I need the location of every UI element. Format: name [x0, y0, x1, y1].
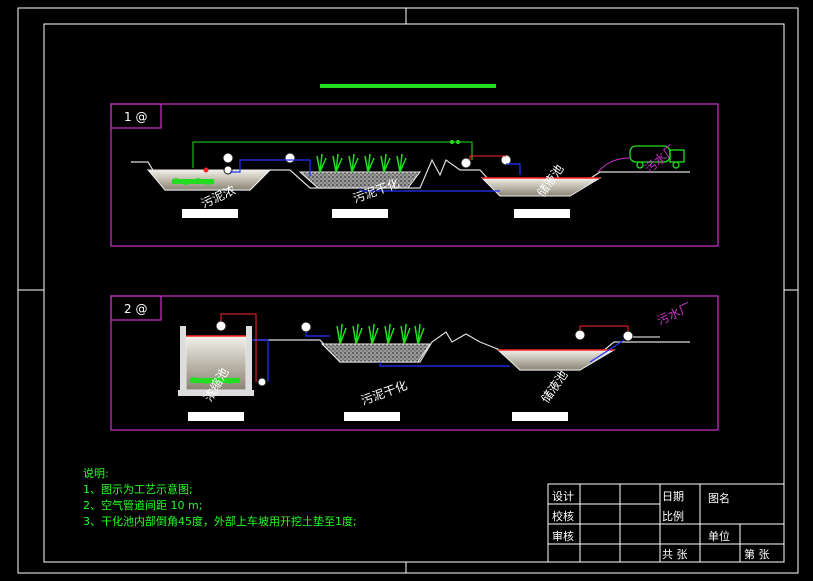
label-box — [512, 412, 568, 421]
notes-heading: 说明: — [83, 467, 109, 480]
notes-item-3: 3、干化池内部倒角45度，外部上车坡用开挖土垫至1度; — [83, 515, 357, 528]
title-block-cell: 审核 — [552, 530, 574, 543]
label-box — [344, 412, 400, 421]
tanker-truck-icon — [629, 145, 685, 169]
outflow-pipe — [589, 339, 625, 363]
return-pipe — [579, 325, 629, 331]
filtrate-pipe — [379, 362, 510, 367]
return-pipe — [220, 313, 257, 382]
outflow-pipe — [506, 163, 521, 175]
notes-item-2: 2、空气管道间距 10 m; — [83, 499, 203, 512]
drying-bed — [320, 343, 431, 363]
section-1: 1 @ — [110, 103, 719, 247]
reed-plant-icon — [336, 323, 425, 345]
title-block-cell: 单位 — [708, 530, 730, 543]
air-pipe — [192, 141, 473, 168]
label-box — [188, 412, 244, 421]
pump-icon — [257, 377, 267, 387]
sludge-pipe — [252, 339, 269, 382]
title-block-cell: 第 张 — [744, 548, 770, 561]
sludge-pipe — [230, 159, 311, 176]
title-block-cell: 比例 — [662, 510, 684, 523]
sludge-in-tank — [172, 178, 214, 185]
valve-icon — [460, 157, 472, 169]
label-box — [332, 209, 388, 218]
title-block-cell: 共 张 — [662, 548, 688, 561]
red-marker-icon — [203, 167, 209, 173]
reed-plant-icon — [316, 153, 407, 173]
section-1-label: 1 @ — [124, 110, 147, 124]
outflow-pipe — [597, 157, 631, 173]
return-pipe — [469, 155, 506, 160]
label-box — [182, 209, 238, 218]
pump-icon — [215, 320, 227, 332]
drying-bed — [298, 171, 421, 189]
title-block-cell: 设计 — [552, 490, 574, 503]
pump-icon — [223, 165, 233, 175]
pump-icon — [222, 152, 234, 164]
notes-item-1: 1、图示为工艺示意图; — [83, 483, 193, 496]
section-2: 2 @ — [110, 295, 719, 431]
section-1-label-box — [110, 103, 162, 129]
filtrate-pipe — [359, 188, 500, 192]
label-box — [514, 209, 570, 218]
transfer-pipe — [305, 332, 330, 337]
drawing-frame — [17, 7, 799, 574]
sludge-in-tank — [190, 377, 240, 384]
section-2-label-box — [110, 295, 162, 321]
section-1-border — [110, 103, 719, 247]
pump-icon — [300, 321, 312, 333]
section-2-border — [110, 295, 719, 431]
title-block — [547, 483, 785, 563]
pump-icon — [500, 154, 512, 166]
title-block-cell: 日期 — [662, 490, 684, 503]
title-block-cell: 校核 — [552, 510, 574, 523]
pump-icon — [284, 152, 296, 164]
pump-icon — [574, 329, 586, 341]
title-block-cell: 图名 — [708, 492, 730, 505]
valve-icon — [622, 330, 634, 342]
section-2-label: 2 @ — [124, 302, 147, 316]
